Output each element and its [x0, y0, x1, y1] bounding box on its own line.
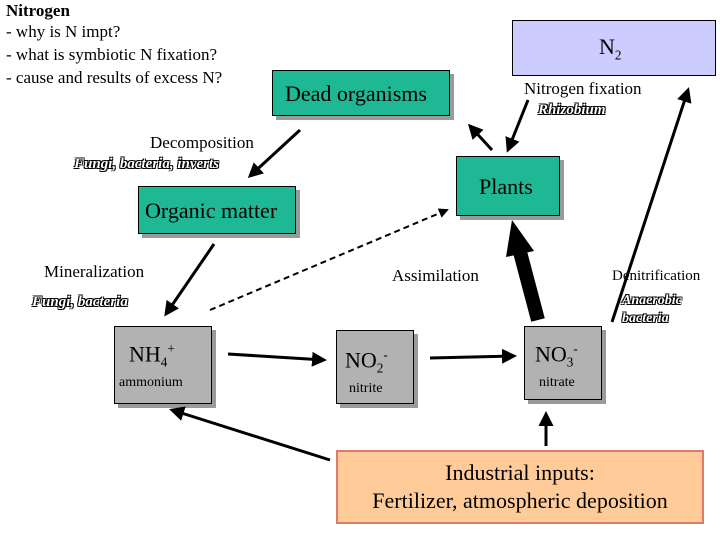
denitrifiers-label-2: bacteria [622, 311, 669, 326]
organic-matter-box: Organic matter [138, 186, 296, 234]
mineralizers-label: Fungi, bacteria [32, 294, 128, 310]
plants-box: Plants [456, 156, 560, 216]
question-2: - what is symbiotic N fixation? [6, 45, 218, 64]
no3-box: NO3- nitrate [524, 326, 602, 400]
slide-title: Nitrogen [6, 1, 70, 20]
dead-organisms-label: Dead organisms [285, 81, 427, 106]
assimilation-nitrate-head [506, 220, 534, 257]
dead-organisms-box: Dead organisms [272, 70, 450, 116]
denitrification-label: Denitrification [612, 268, 701, 284]
nitrogen-fixation-arrow [505, 99, 530, 153]
nitrification-2-arrow [429, 348, 517, 364]
nh4-formula: NH4+ [129, 341, 175, 370]
industrial-to-ammonium-arrow [169, 406, 331, 462]
no3-caption: nitrate [539, 375, 575, 390]
organic-matter-label: Organic matter [145, 198, 278, 223]
denitrification-arrow [610, 87, 692, 323]
decomposition-arrow [247, 128, 302, 179]
n2-label: N2 [599, 34, 622, 63]
nh4-box: NH4+ ammonium [114, 326, 212, 404]
decomposition-label: Decomposition [150, 133, 254, 152]
nitrogen-fixation-label: Nitrogen fixation [524, 79, 642, 98]
no2-caption: nitrite [349, 381, 383, 396]
plants-label: Plants [479, 174, 533, 199]
denitrifiers-label-1: Anaerobic [622, 293, 682, 308]
industrial-line-1: Industrial inputs: [445, 460, 595, 485]
no2-formula: NO2- [345, 347, 388, 376]
nh4-caption: ammonium [119, 375, 183, 390]
mineralization-arrow [164, 243, 216, 317]
n2-box: N2 [512, 20, 716, 76]
no2-box: NO2- nitrite [336, 330, 414, 404]
question-1: - why is N impt? [6, 22, 121, 41]
industrial-inputs-box: Industrial inputs: Fertilizer, atmospher… [336, 450, 704, 524]
industrial-line-2: Fertilizer, atmospheric deposition [372, 488, 668, 513]
nitrification-1-arrow [227, 351, 327, 367]
mineralization-label: Mineralization [44, 262, 145, 281]
assimilation-ammonium-arrow [209, 208, 449, 311]
question-3: - cause and results of excess N? [6, 68, 223, 87]
no3-formula: NO3- [535, 341, 578, 370]
assimilation-label: Assimilation [392, 266, 479, 285]
assimilation-nitrate-shaft [513, 250, 545, 322]
plant-death-arrow [467, 123, 494, 152]
rhizobium-label: Rhizobium [538, 102, 606, 118]
decomposers-label: Fungi, bacteria, inverts [74, 156, 220, 172]
